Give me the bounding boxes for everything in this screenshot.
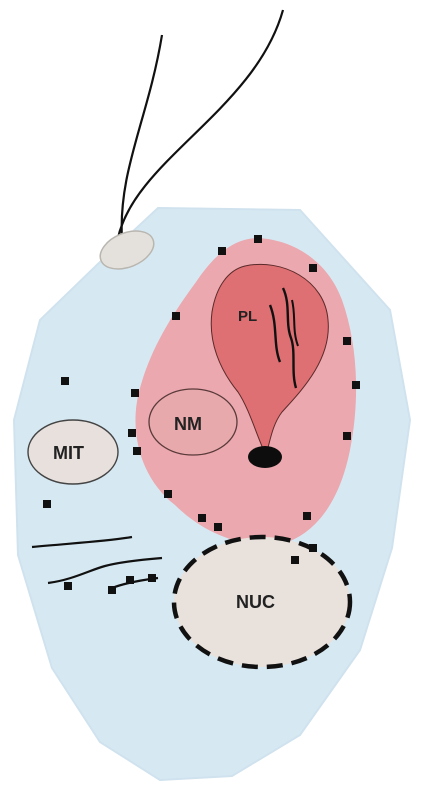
dot-marker — [131, 389, 139, 397]
dot-marker — [43, 500, 51, 508]
dot-marker — [343, 432, 351, 440]
label-nuc: NUC — [236, 592, 275, 612]
label-pl: PL — [238, 308, 257, 325]
dot-marker — [128, 429, 136, 437]
dot-marker — [148, 574, 156, 582]
dot-marker — [214, 523, 222, 531]
dot-marker — [218, 247, 226, 255]
dot-marker — [108, 586, 116, 594]
pyrenoid-body — [248, 446, 282, 468]
dot-marker — [172, 312, 180, 320]
dot-marker — [254, 235, 262, 243]
dot-marker — [343, 337, 351, 345]
dot-marker — [164, 490, 172, 498]
dot-marker — [303, 512, 311, 520]
dot-marker — [309, 544, 317, 552]
dot-marker — [198, 514, 206, 522]
label-mit: MIT — [53, 443, 84, 463]
flagellum-2 — [118, 10, 283, 238]
dot-marker — [309, 264, 317, 272]
dot-marker — [61, 377, 69, 385]
dot-marker — [64, 582, 72, 590]
dot-marker — [126, 576, 134, 584]
dot-marker — [352, 381, 360, 389]
label-nm: NM — [174, 414, 202, 434]
dot-marker — [291, 556, 299, 564]
dot-marker — [133, 447, 141, 455]
